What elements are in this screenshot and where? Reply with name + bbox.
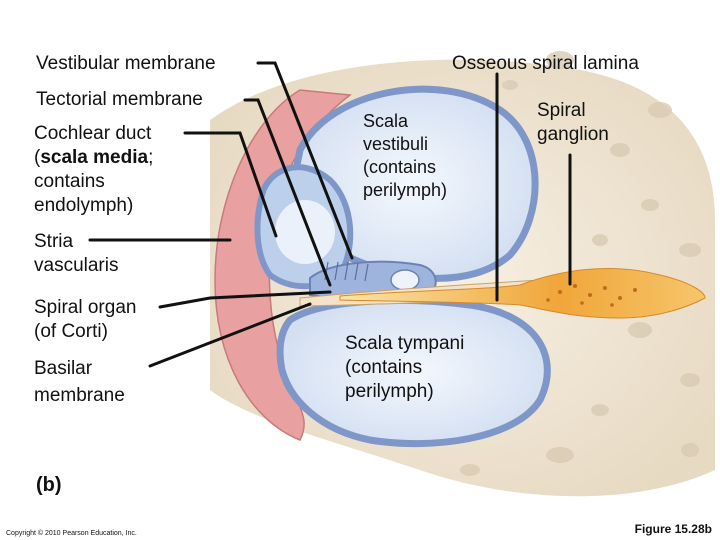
- leader-vestibular-membrane: [256, 61, 354, 260]
- label-scala-vestibuli-line4: perilymph): [363, 180, 448, 200]
- label-scala-vestibuli-line2: vestibuli: [363, 134, 429, 154]
- label-scala-tympani-line2: (contains: [345, 357, 423, 378]
- label-osseous-spiral-lamina: Osseous spiral lamina: [452, 53, 639, 74]
- leader-spiral-organ: [158, 290, 332, 309]
- label-scala-vestibuli-line1: Scala: [363, 111, 409, 131]
- label-spiral-ganglion-line2: ganglion: [537, 124, 609, 145]
- label-spiral-ganglion-line1: Spiral: [537, 100, 586, 121]
- cochlear-duct-lumen: [275, 200, 335, 264]
- cochlear-nerve: [339, 268, 706, 319]
- label-cochlear-duct-line1: Cochlear duct: [34, 123, 152, 144]
- label-cochlear-duct-semicolon: ;: [148, 147, 154, 168]
- label-cochlear-duct-line4: endolymph): [34, 195, 134, 216]
- leader-lines: [88, 61, 572, 368]
- bone-pores: [388, 51, 701, 476]
- leader-basilar-membrane: [148, 302, 312, 368]
- leader-cochlear-duct: [183, 131, 278, 238]
- label-basilar-line2: membrane: [34, 385, 125, 406]
- label-stria-line2: vascularis: [34, 255, 119, 276]
- label-spiral-organ-line2: (of Corti): [34, 321, 108, 342]
- tunnel-of-corti: [390, 269, 420, 291]
- label-scala-vestibuli-line3: (contains: [363, 157, 437, 177]
- label-tectorial-membrane: Tectorial membrane: [36, 89, 203, 110]
- copyright-notice: Copyright © 2010 Pearson Education, Inc.: [6, 530, 137, 537]
- label-scala-media: scala media: [40, 147, 149, 168]
- label-stria-line1: Stria: [34, 231, 74, 252]
- label-cochlear-duct-line2: (scala media;: [34, 146, 153, 170]
- leader-tectorial-membrane: [243, 98, 332, 287]
- label-scala-tympani-line1: Scala tympani: [345, 333, 465, 354]
- label-spiral-organ-line1: Spiral organ: [34, 297, 137, 318]
- label-cochlear-duct-paren: (: [34, 147, 41, 168]
- figure-number: Figure 15.28b: [634, 522, 712, 536]
- label-basilar-line1: Basilar: [34, 358, 93, 379]
- panel-letter: (b): [36, 474, 62, 496]
- label-vestibular-membrane: Vestibular membrane: [36, 53, 216, 74]
- spiral-ganglion-cells: [546, 284, 637, 307]
- label-cochlear-duct-line3: contains: [34, 171, 105, 192]
- label-scala-tympani-line3: perilymph): [345, 381, 434, 402]
